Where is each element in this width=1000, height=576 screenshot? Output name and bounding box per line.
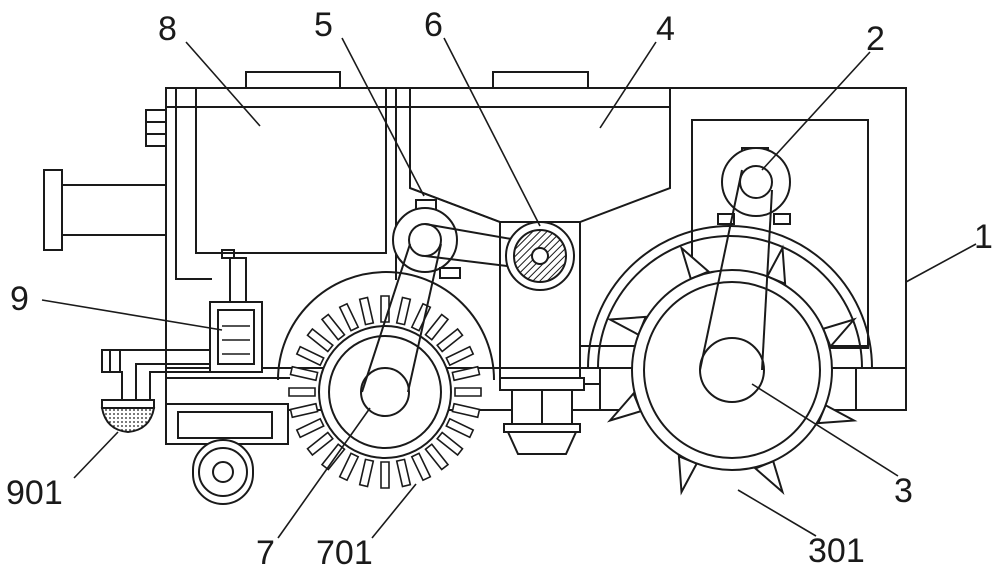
drum-6 xyxy=(505,221,575,291)
motor-5 xyxy=(361,187,541,393)
outlet-nozzle xyxy=(499,377,600,455)
brush-roller-7 xyxy=(277,271,495,489)
bristle xyxy=(445,417,475,439)
bristle xyxy=(395,296,412,326)
bristle xyxy=(320,313,346,341)
motor-housing-2 xyxy=(691,119,869,349)
leader-lines xyxy=(41,37,977,539)
bristle xyxy=(395,458,412,488)
top-handles xyxy=(245,71,589,88)
bristle xyxy=(380,461,390,489)
bristle xyxy=(424,313,450,341)
bristle xyxy=(289,402,319,419)
side-nozzle xyxy=(43,109,167,251)
label-7: 7 xyxy=(256,534,275,572)
bristle xyxy=(338,302,360,332)
pump-9 xyxy=(101,249,263,400)
bristle xyxy=(410,452,432,482)
bristle xyxy=(289,365,319,382)
label-1: 1 xyxy=(974,218,993,256)
tank-8 xyxy=(195,88,411,280)
label-701: 701 xyxy=(316,534,373,572)
bristle xyxy=(454,387,482,397)
label-901: 901 xyxy=(6,474,63,512)
spray-head-901 xyxy=(100,399,156,434)
bristle xyxy=(295,417,325,439)
bristles-701 xyxy=(288,295,482,489)
label-6: 6 xyxy=(424,6,443,44)
bristle xyxy=(436,327,464,353)
label-9: 9 xyxy=(10,280,29,318)
label-301: 301 xyxy=(808,532,865,570)
bristle xyxy=(436,431,464,457)
part-labels: 8 5 6 4 2 1 9 3 301 901 7 701 xyxy=(6,6,993,572)
label-8: 8 xyxy=(158,10,177,48)
bristle xyxy=(295,345,325,367)
caster-wheel xyxy=(165,403,289,505)
bristle xyxy=(358,296,375,326)
bristle xyxy=(306,431,334,457)
bristle xyxy=(338,452,360,482)
label-4: 4 xyxy=(656,10,675,48)
bristle xyxy=(451,402,481,419)
bristle xyxy=(288,387,316,397)
label-3: 3 xyxy=(894,472,913,510)
bristle xyxy=(445,345,475,367)
bristle xyxy=(424,443,450,471)
label-2: 2 xyxy=(866,20,885,58)
wheel-3 xyxy=(580,169,873,496)
bristle xyxy=(451,365,481,382)
bristle xyxy=(358,458,375,488)
bristle xyxy=(306,327,334,353)
label-5: 5 xyxy=(314,6,333,44)
